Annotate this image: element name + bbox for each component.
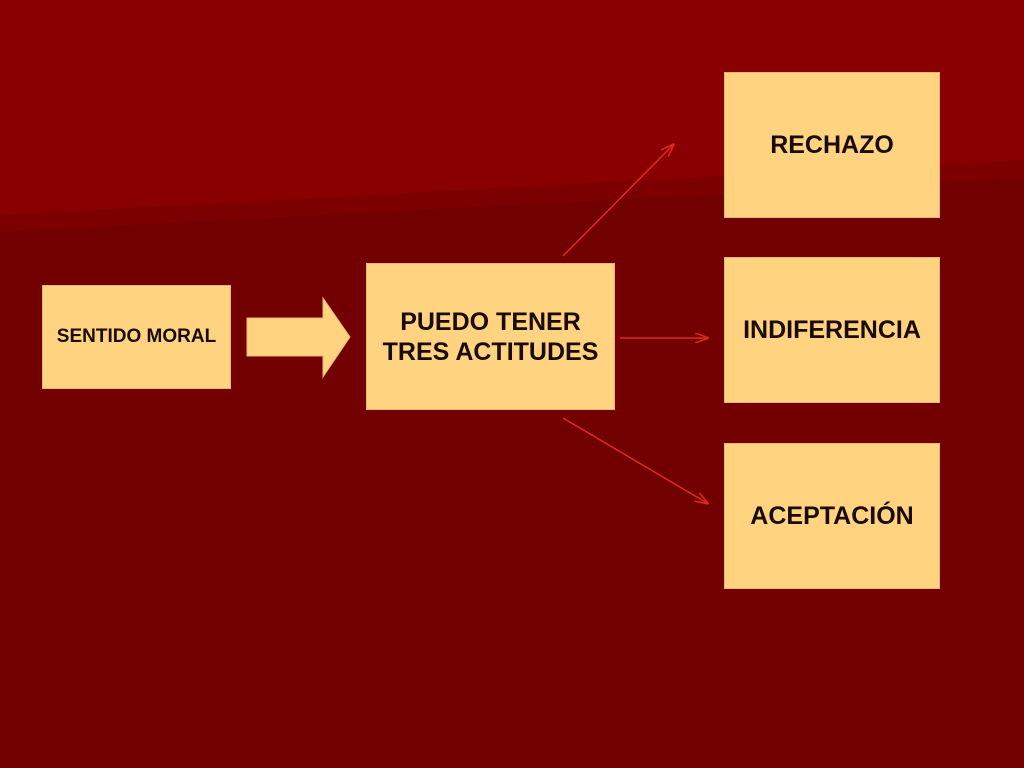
node-indiferencia: INDIFERENCIA [724,257,940,403]
node-aceptacion: ACEPTACIÓN [724,443,940,589]
node-puedo-tener-line2: TRES ACTITUDES [382,337,599,366]
node-sentido-moral: SENTIDO MORAL [42,285,231,389]
node-rechazo-label: RECHAZO [770,130,894,159]
node-aceptacion-label: ACEPTACIÓN [750,501,914,530]
node-puedo-tener: PUEDO TENER TRES ACTITUDES [366,263,615,410]
node-sentido-moral-label: SENTIDO MORAL [56,326,217,347]
node-rechazo: RECHAZO [724,72,940,218]
node-puedo-tener-line1: PUEDO TENER [400,307,581,336]
node-indiferencia-label: INDIFERENCIA [743,315,921,344]
